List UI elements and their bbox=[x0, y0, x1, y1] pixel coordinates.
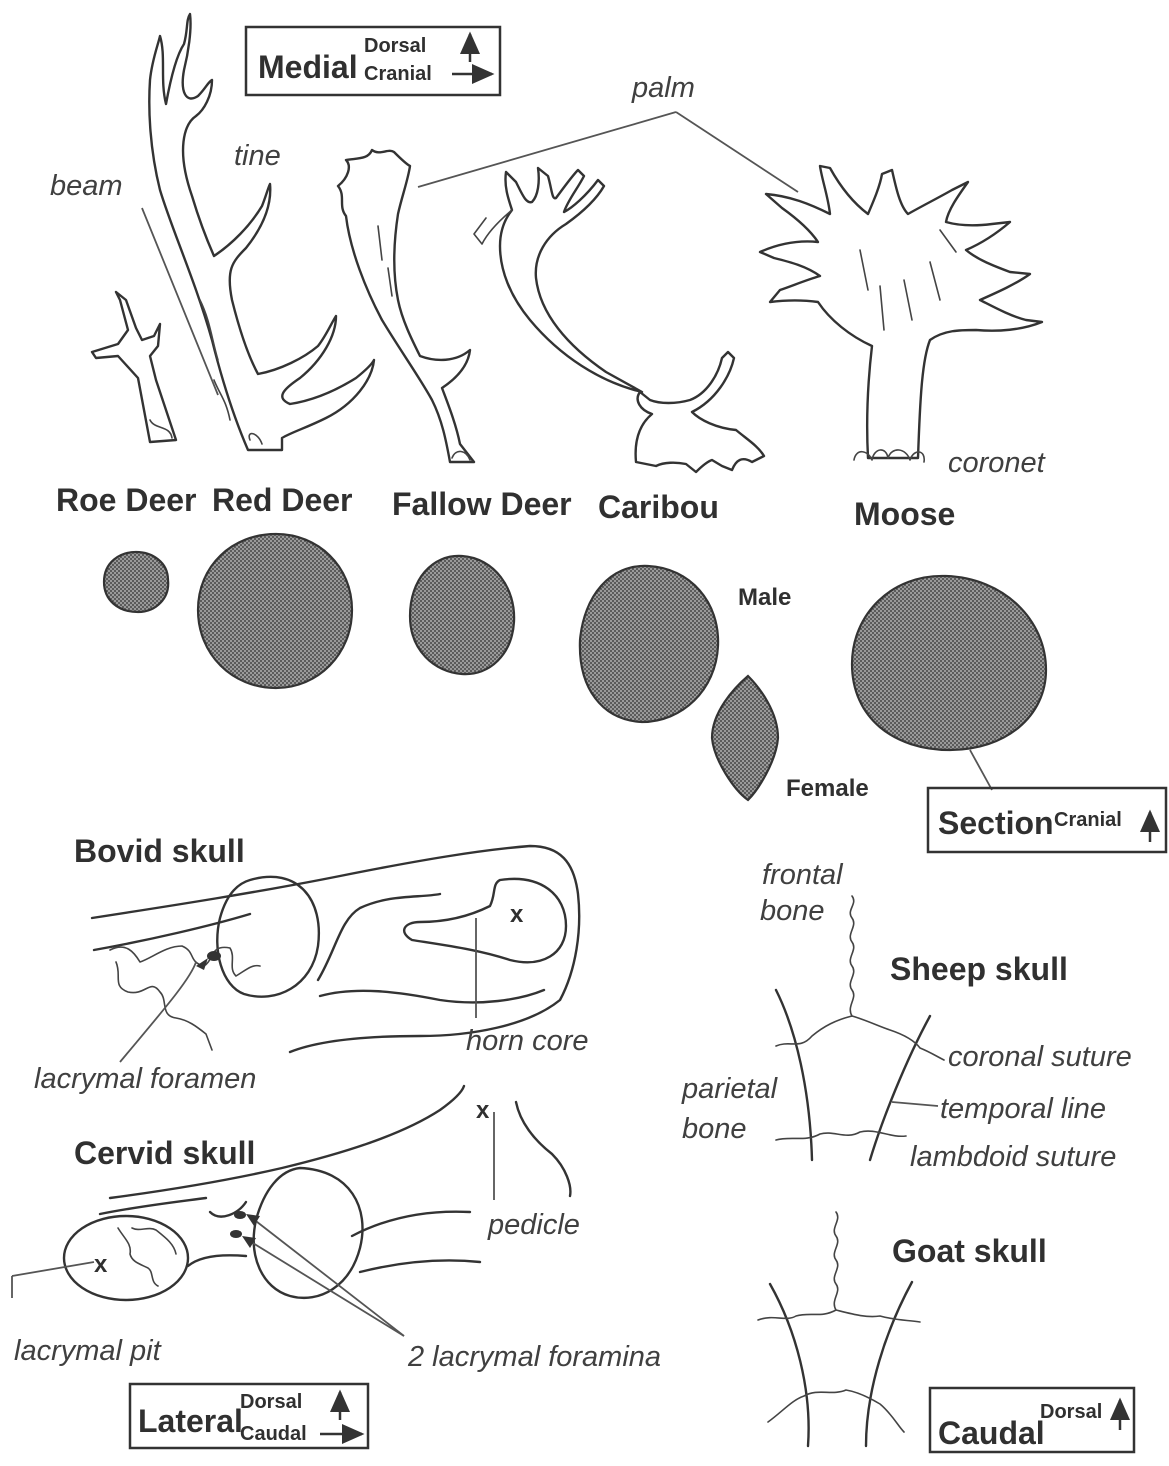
roe-deer-antler bbox=[92, 292, 176, 442]
fallow-deer-antler bbox=[338, 150, 474, 462]
parietal-bone-label-1: parietal bbox=[681, 1073, 779, 1105]
female-label: Female bbox=[786, 775, 869, 802]
coronet-label: coronet bbox=[948, 447, 1047, 479]
cervid-pedicle-marker: x bbox=[476, 1097, 490, 1124]
lambdoid-suture-label: lambdoid suture bbox=[910, 1141, 1116, 1173]
section-main-label: Section bbox=[938, 805, 1054, 841]
section-roe bbox=[104, 552, 168, 612]
orientation-main-label: Medial bbox=[258, 49, 358, 85]
caudal-main-label: Caudal bbox=[938, 1415, 1045, 1451]
species-label-red: Red Deer bbox=[212, 482, 353, 518]
orientation-box-medial: Medial Dorsal Cranial bbox=[246, 27, 500, 95]
sheep-skull-drawing bbox=[776, 896, 944, 1160]
section-caribou-male bbox=[580, 566, 718, 722]
foramen-leader-2 bbox=[248, 1240, 404, 1336]
parietal-bone-label-2: bone bbox=[682, 1113, 747, 1145]
sheep-title: Sheep skull bbox=[890, 951, 1068, 987]
lacrymal-foramen-label: lacrymal foramen bbox=[34, 1063, 256, 1095]
orientation-bottom-label: Cranial bbox=[364, 63, 432, 85]
coronal-suture-label: coronal suture bbox=[948, 1041, 1132, 1073]
foramen-leader-1 bbox=[252, 1218, 404, 1336]
palm-leader-moose bbox=[676, 112, 798, 192]
cervid-pit-marker: x bbox=[94, 1251, 108, 1278]
lacrymal-pit-label: lacrymal pit bbox=[14, 1335, 163, 1367]
lacrymal-pit-leader bbox=[12, 1262, 94, 1298]
section-moose bbox=[852, 576, 1046, 750]
foramen-arrow-icon bbox=[246, 1214, 260, 1226]
caudal-top-label: Dorsal bbox=[1040, 1401, 1102, 1423]
section-caribou-female bbox=[712, 676, 778, 800]
pedicle-label: pedicle bbox=[487, 1209, 580, 1241]
section-fallow bbox=[410, 556, 514, 674]
lateral-bottom-label: Caudal bbox=[240, 1423, 307, 1445]
species-label-roe: Roe Deer bbox=[56, 482, 197, 518]
bovid-skull-drawing: x bbox=[92, 846, 579, 1052]
bovid-horn-marker: x bbox=[510, 901, 524, 928]
section-red bbox=[198, 534, 352, 688]
lateral-main-label: Lateral bbox=[138, 1403, 243, 1439]
beam-label: beam bbox=[50, 170, 123, 202]
orientation-box-section: Section Cranial bbox=[928, 788, 1166, 852]
caribou-antler bbox=[474, 168, 764, 472]
species-label-caribou: Caribou bbox=[598, 489, 719, 525]
cervid-title: Cervid skull bbox=[74, 1135, 255, 1171]
tine-label: tine bbox=[234, 140, 281, 172]
male-label: Male bbox=[738, 584, 791, 611]
orientation-top-label: Dorsal bbox=[364, 35, 426, 57]
lateral-top-label: Dorsal bbox=[240, 1391, 302, 1413]
temporal-line-leader bbox=[892, 1102, 938, 1106]
section-leader bbox=[970, 750, 992, 790]
species-label-moose: Moose bbox=[854, 496, 955, 532]
orientation-box-caudal: Caudal Dorsal bbox=[930, 1388, 1134, 1452]
goat-title: Goat skull bbox=[892, 1233, 1047, 1269]
cross-sections bbox=[104, 534, 1046, 800]
section-top-label: Cranial bbox=[1054, 809, 1122, 831]
frontal-bone-label-1: frontal bbox=[762, 859, 844, 891]
bovid-title: Bovid skull bbox=[74, 833, 245, 869]
species-label-fallow: Fallow Deer bbox=[392, 486, 572, 522]
temporal-line-label: temporal line bbox=[940, 1093, 1106, 1125]
lacrymal-foramina-label: 2 lacrymal foramina bbox=[407, 1341, 661, 1373]
horn-core-label: horn core bbox=[466, 1025, 589, 1057]
lacrymal-foramen-leader bbox=[120, 962, 196, 1062]
moose-antler bbox=[760, 166, 1042, 462]
palm-label: palm bbox=[631, 72, 695, 104]
orientation-box-lateral: Lateral Dorsal Caudal bbox=[130, 1384, 368, 1448]
frontal-bone-label-2: bone bbox=[760, 895, 825, 927]
